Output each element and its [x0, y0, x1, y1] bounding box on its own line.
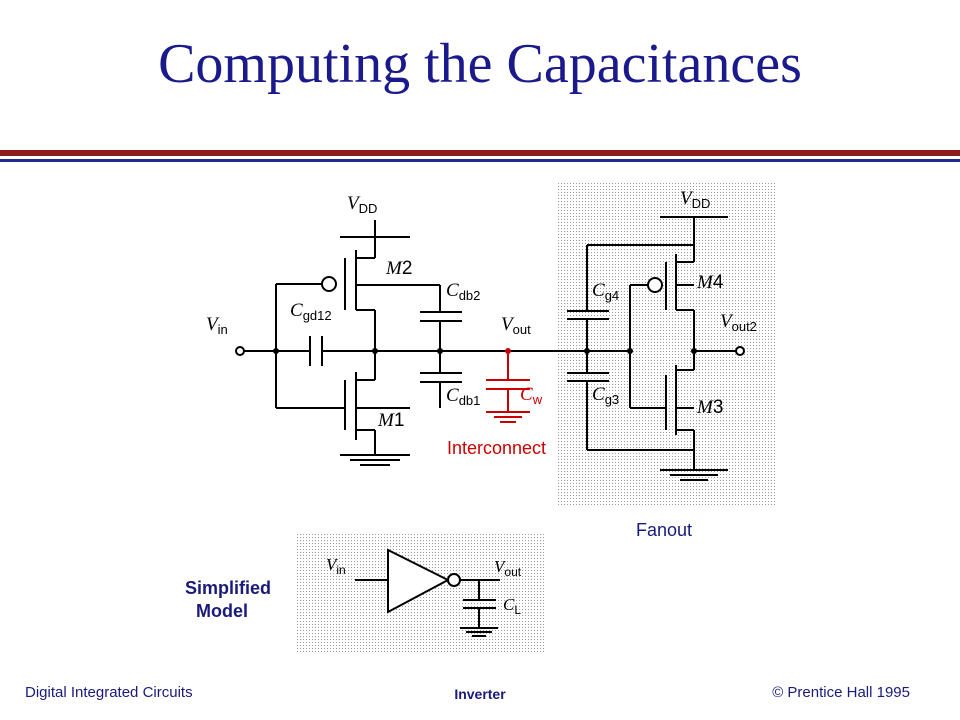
interconnect-cap	[486, 351, 530, 423]
vout2-terminal	[735, 346, 745, 356]
cg3-label: Cg3	[592, 384, 619, 407]
vin-terminal	[235, 346, 245, 356]
m1-label: M1	[377, 410, 404, 431]
simplified-model-label-line2: Model	[196, 601, 248, 621]
vout2-label: Vout2	[720, 311, 757, 334]
vdd-left-label: VDD	[347, 193, 377, 216]
m2-label: M2	[385, 258, 412, 279]
m3-label: M3	[696, 397, 723, 418]
interconnect-node	[505, 348, 511, 354]
cgd12-label: Cgd12	[290, 300, 332, 323]
m4-gate-bubble	[647, 277, 663, 293]
model-cl-label: CL	[503, 595, 521, 617]
footer-section-title: Inverter	[454, 686, 506, 702]
simplified-model-label-line1: Simplified	[185, 578, 271, 598]
model-vout-label: Vout	[494, 557, 522, 579]
model-wires	[355, 548, 500, 637]
vout-label: Vout	[501, 314, 531, 337]
model-vin-label: Vin	[326, 555, 346, 577]
title-rule-blue	[0, 159, 960, 162]
cdb2-label: Cdb2	[446, 280, 480, 303]
inverter-wires	[244, 220, 630, 466]
title-rule-red	[0, 150, 960, 156]
interconnect-label: Interconnect	[447, 438, 546, 458]
m2-gate-bubble	[321, 276, 337, 292]
fanout-wires	[567, 216, 736, 481]
fanout-label: Fanout	[636, 520, 692, 540]
cw-label: Cw	[520, 384, 543, 407]
page-title: Computing the Capacitances	[158, 33, 802, 95]
junction-dots	[273, 348, 697, 354]
model-inverter-bubble	[447, 573, 461, 587]
cg4-label: Cg4	[592, 280, 619, 303]
vdd-right-label: VDD	[680, 188, 710, 211]
cdb1-label: Cdb1	[446, 385, 480, 408]
m4-label: M4	[696, 272, 724, 293]
footer-copyright: © Prentice Hall 1995	[772, 684, 910, 701]
vin-label: Vin	[206, 314, 228, 337]
fanout-region	[558, 182, 776, 507]
footer-course-title: Digital Integrated Circuits	[25, 684, 193, 701]
